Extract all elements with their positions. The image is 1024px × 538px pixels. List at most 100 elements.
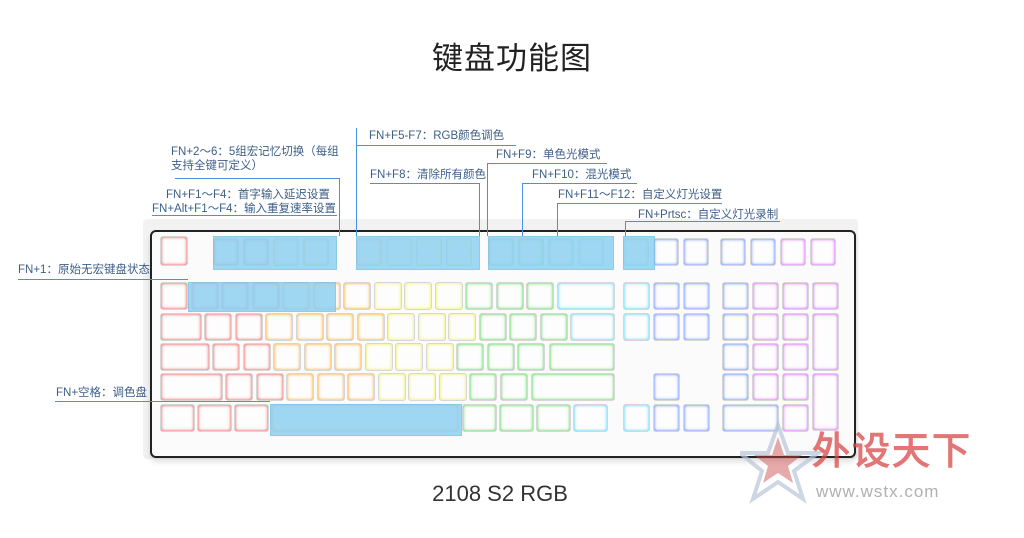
key-function: [683, 238, 709, 266]
key-numpad: [722, 282, 749, 310]
key-letter: [234, 313, 263, 341]
key-letter: [212, 343, 240, 371]
key-numpad-enter: [812, 373, 839, 431]
key-letter: [417, 313, 446, 341]
key-letter: [364, 343, 393, 371]
key-letter: [448, 313, 476, 341]
callout-macro-switch: FN+2～6：5组宏记忆切换（每组支持全键可定义）: [171, 146, 339, 172]
key-letter: [356, 313, 385, 341]
key-letter: [478, 313, 507, 341]
callout-palette: FN+空格：调色盘: [56, 387, 148, 399]
key-numpad: [782, 343, 809, 371]
key-nav: [683, 313, 710, 341]
key-right-shift: [531, 373, 615, 401]
key-modifier: [234, 404, 269, 432]
key-modifier: [573, 404, 608, 432]
highlight-space: [270, 404, 462, 436]
key-letter: [316, 373, 345, 401]
key-letter: [295, 313, 324, 341]
key-letter: [204, 313, 232, 341]
key-numpad-zero: [722, 404, 779, 432]
key-esc: [160, 236, 188, 266]
key-arrow: [683, 404, 710, 432]
key-letter: [408, 373, 436, 401]
key-letter: [286, 373, 314, 401]
key-letter: [242, 343, 271, 371]
key-number-row: [434, 282, 463, 310]
key-tab: [160, 313, 202, 341]
highlight-f9-f12: [488, 236, 614, 270]
highlight-f5-f8: [356, 236, 480, 270]
key-nav: [653, 313, 680, 341]
key-numpad: [722, 343, 749, 371]
key-caps: [160, 343, 210, 371]
leader-original-h: [18, 279, 188, 280]
key-letter: [499, 373, 528, 401]
leader-custom-v: [557, 203, 558, 236]
key-numpad: [752, 343, 779, 371]
key-letter: [225, 373, 253, 401]
callout-mono-mode: FN+F9：单色光模式: [496, 149, 601, 161]
key-modifier: [462, 404, 497, 432]
key-modifier: [160, 404, 195, 432]
key-letter: [273, 343, 301, 371]
callout-first-delay: FN+F1～F4：首字输入延迟设置: [166, 189, 330, 201]
leader-mono-v: [487, 163, 488, 236]
key-letter: [395, 343, 423, 371]
key-numpad: [722, 373, 749, 401]
key-arrow: [653, 404, 680, 432]
leader-custom-h: [557, 203, 722, 204]
key-numpad: [782, 373, 809, 401]
key-number-row: [526, 282, 554, 310]
key-letter: [425, 343, 454, 371]
star-logo-icon: [740, 419, 824, 504]
callout-repeat-rate: FN+Alt+F1～F4：输入重复速率设置: [152, 203, 337, 215]
key-numpad: [812, 282, 839, 310]
callout-rgb-color: FN+F5-F7：RGB颜色调色: [369, 130, 505, 142]
key-numpad-plus: [812, 313, 839, 371]
key-number-row: [160, 282, 188, 310]
key-modifier: [536, 404, 571, 432]
highlight-prtsc: [623, 236, 655, 270]
leader-palette-h: [55, 401, 270, 402]
callout-record-light: FN+Prtsc：自定义灯光录制: [638, 209, 779, 221]
highlight-f1-f4: [213, 236, 337, 270]
key-modifier: [197, 404, 232, 432]
key-backslash: [570, 313, 615, 341]
callout-original-state: FN+1：原始无宏键盘状态: [18, 264, 150, 276]
key-letter: [334, 343, 362, 371]
key-function: [653, 238, 679, 266]
callout-custom-light: FN+F11～F12：自定义灯光设置: [558, 189, 723, 201]
key-numpad: [752, 373, 779, 401]
callout-mixed-mode: FN+F10：混光模式: [532, 169, 632, 181]
key-letter: [456, 343, 484, 371]
page-title: 键盘功能图: [432, 41, 592, 76]
key-numpad: [782, 313, 809, 341]
key-nav: [683, 282, 710, 310]
watermark-url: www.wstx.com: [816, 482, 940, 501]
key-numpad: [722, 313, 749, 341]
key-arrow: [623, 404, 650, 432]
key-indicator: [720, 238, 746, 266]
key-indicator: [750, 238, 776, 266]
key-modifier: [499, 404, 534, 432]
key-letter: [326, 313, 354, 341]
leader-record-v: [625, 221, 626, 236]
key-letter: [509, 313, 537, 341]
key-letter: [438, 373, 467, 401]
key-left-shift: [160, 373, 223, 401]
key-backspace: [557, 282, 615, 310]
key-indicator: [780, 238, 806, 266]
key-enter: [549, 343, 615, 371]
key-arrow-up: [653, 373, 680, 401]
leader-clear-h: [370, 183, 480, 184]
key-letter: [347, 373, 375, 401]
leader-macro-v: [339, 178, 340, 236]
key-letter: [387, 313, 415, 341]
key-letter: [255, 373, 284, 401]
callout-clear-color: FN+F8：清除所有颜色: [370, 169, 486, 181]
key-number-row: [465, 282, 493, 310]
key-number-row: [404, 282, 432, 310]
key-nav: [623, 282, 650, 310]
leader-record-h: [625, 221, 780, 222]
